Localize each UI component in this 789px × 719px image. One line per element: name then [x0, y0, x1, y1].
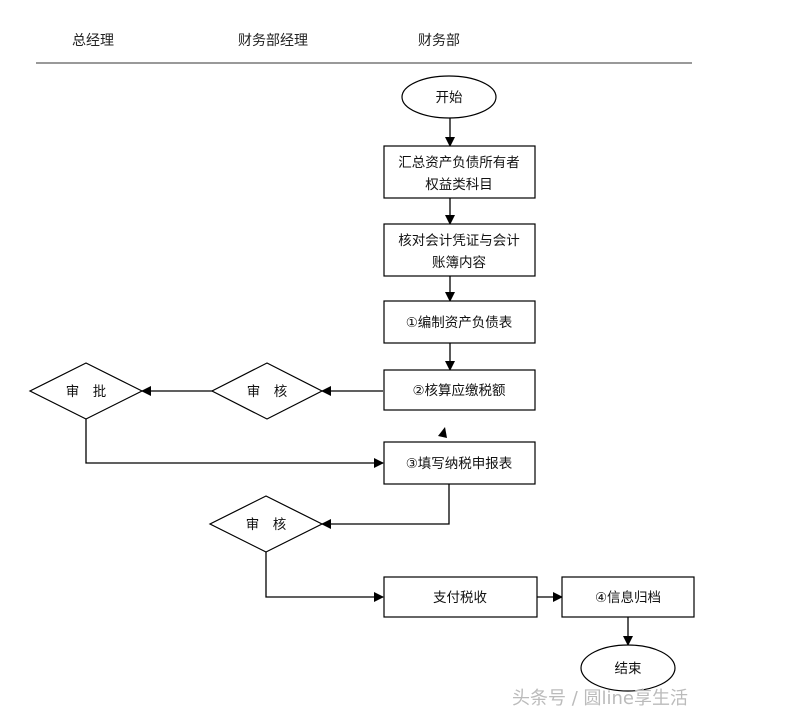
header-finance-manager: 财务部经理: [238, 33, 308, 49]
calc-tax-label: ②核算应缴税额: [412, 382, 506, 399]
approve-diamond: [28, 362, 144, 420]
check-label-line1: 核对会计凭证与会计: [398, 233, 520, 249]
calc-tax-box: [383, 369, 536, 411]
archive-label: ④信息归档: [595, 589, 661, 606]
node-archive: ④信息归档: [561, 576, 695, 618]
arrow-fill-to-review: [321, 484, 450, 529]
prepare-sheet-label: ①编制资产负债表: [406, 315, 513, 331]
node-prepare-sheet: ①编制资产负债表: [383, 300, 536, 344]
fill-form-box: [383, 441, 536, 485]
arrow-review-to-pay: [265, 552, 384, 602]
archive-box: [561, 576, 695, 618]
start-ellipse: [401, 75, 497, 119]
node-calc-tax: ②核算应缴税额: [383, 369, 536, 411]
node-review-bottom: 审 核: [208, 495, 324, 553]
review-top-label: 审 核: [247, 384, 288, 400]
node-approve: 审 批: [28, 362, 144, 420]
pay-tax-box: [383, 576, 538, 618]
approve-label: 审 批: [66, 384, 107, 400]
check-label-line2: 账簿内容: [432, 254, 486, 271]
check-box: [383, 223, 536, 277]
pay-tax-label: 支付税收: [433, 590, 487, 606]
end-ellipse: [580, 644, 676, 692]
prepare-sheet-box: [383, 300, 536, 344]
node-end: 结束: [580, 644, 676, 692]
fill-form-label: ③填写纳税申报表: [406, 456, 513, 472]
connectors: [85, 118, 633, 646]
header-finance-dept: 财务部: [418, 33, 460, 49]
summarize-label-line2: 权益类科目: [425, 176, 493, 193]
review-bottom-label: 审 核: [246, 517, 287, 533]
summarize-box: [383, 145, 536, 199]
summarize-label-line1: 汇总资产负债所有者: [398, 155, 520, 171]
watermark: 头条号 / 圆line享生活: [512, 688, 688, 709]
review-bottom-diamond: [208, 495, 324, 553]
node-check: 核对会计凭证与会计 账簿内容: [383, 223, 536, 277]
node-start: 开始: [401, 75, 497, 119]
arrow-approve-to-fill: [85, 419, 384, 468]
header-general-manager: 总经理: [72, 33, 114, 49]
node-pay-tax: 支付税收: [383, 576, 538, 618]
node-fill-form: ③填写纳税申报表: [383, 441, 536, 485]
end-label: 结束: [615, 661, 643, 677]
node-review-top: 审 核: [210, 362, 324, 420]
start-label: 开始: [436, 90, 463, 106]
review-top-diamond: [210, 362, 324, 420]
stray-arrowhead: [438, 427, 447, 438]
node-summarize: 汇总资产负债所有者 权益类科目: [383, 145, 536, 199]
